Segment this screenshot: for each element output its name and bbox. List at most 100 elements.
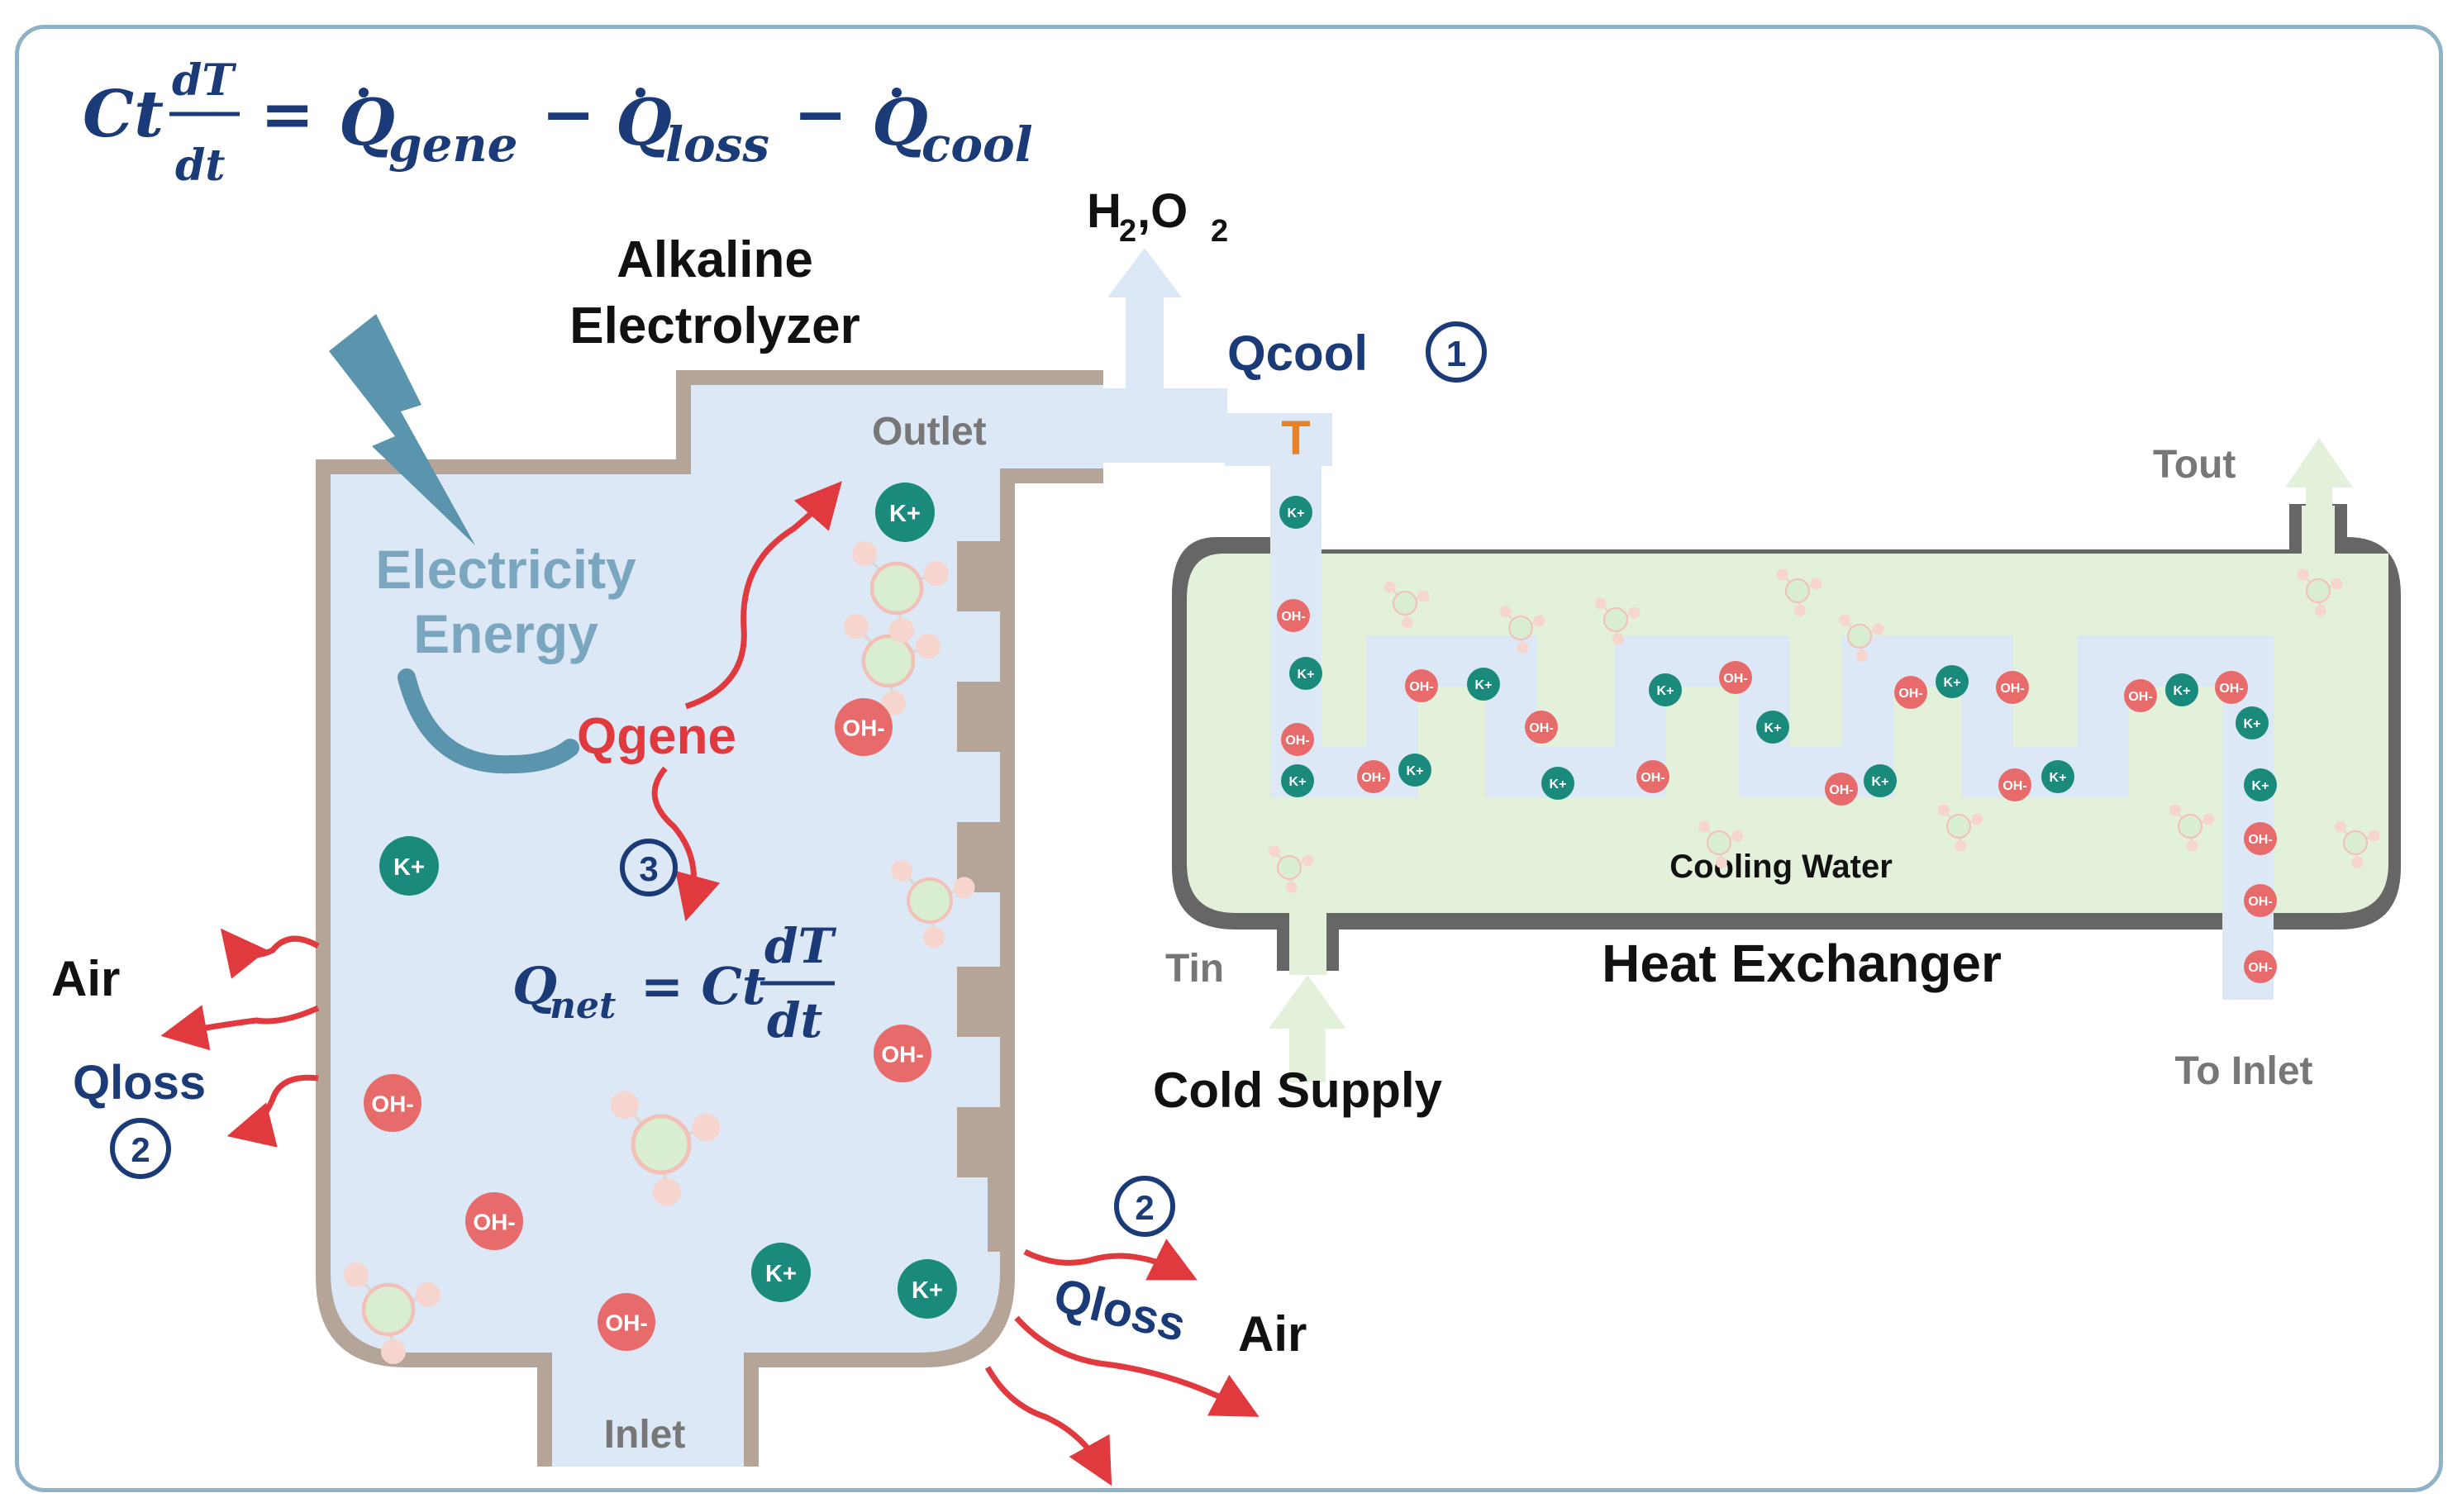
water-molecule-icon xyxy=(1937,804,1983,852)
ion-circle xyxy=(1998,768,2031,801)
hydroxide-ion: OH- xyxy=(2124,679,2157,712)
lightning-bolt-icon xyxy=(329,314,475,545)
electrode-plate xyxy=(957,541,1002,611)
ion-circle xyxy=(2041,760,2074,793)
water-molecule-icon xyxy=(1594,597,1641,645)
water-molecule-icon xyxy=(1383,581,1430,629)
ion-circle xyxy=(1467,668,1500,701)
qnet-eq: = Ct xyxy=(641,956,766,1016)
eq-lhs: Ct xyxy=(83,77,164,152)
potassium-ion: K+ xyxy=(751,1243,811,1302)
ion-circle xyxy=(1825,773,1858,806)
ion-circle xyxy=(1864,764,1897,797)
ion-symbol: OH- xyxy=(1723,672,1747,686)
outlet-label: Outlet xyxy=(872,410,987,454)
ion-circle xyxy=(835,698,893,756)
eq-q-gene: Q xyxy=(339,85,395,160)
ion-symbol: K+ xyxy=(1944,676,1961,690)
ion-symbol: K+ xyxy=(1657,684,1674,698)
qgene-badge xyxy=(620,839,678,896)
ion-circle xyxy=(2244,950,2277,983)
eq-q-cool: Q xyxy=(872,85,928,160)
ion-circle xyxy=(751,1243,811,1302)
ion-circle xyxy=(2165,673,2198,706)
qcool-badge xyxy=(1426,321,1487,383)
ion-symbol: OH- xyxy=(881,1042,923,1067)
qloss-left-badge xyxy=(110,1118,171,1179)
eq-equals: = xyxy=(260,77,314,152)
gas-out-arrow xyxy=(1107,248,1182,397)
qloss-left-badge-num: 2 xyxy=(131,1130,150,1169)
energy-balance-equation: Ct dT dt = Q gene − Q loss − Q cool xyxy=(83,55,1033,191)
ion-circle xyxy=(1756,711,1789,744)
hydroxide-ion: OH- xyxy=(2244,822,2277,855)
potassium-ion: K+ xyxy=(1398,754,1431,787)
to-inlet-label: To Inlet xyxy=(2174,1049,2312,1093)
ion-circle xyxy=(1541,767,1574,800)
ion-symbol: OH- xyxy=(2248,895,2272,909)
qnet-q: Q xyxy=(512,956,557,1016)
water-molecule-icon xyxy=(1776,568,1822,616)
ion-circle xyxy=(364,1074,421,1132)
ion-symbol: OH- xyxy=(1641,771,1664,785)
eq-minus-1: − xyxy=(541,77,595,152)
ion-symbol: K+ xyxy=(393,854,425,881)
potassium-ion: K+ xyxy=(1541,767,1574,800)
ion-symbol: OH- xyxy=(1281,610,1305,624)
ion-circle xyxy=(1405,669,1438,702)
ion-circle xyxy=(465,1192,523,1250)
potassium-ion: K+ xyxy=(2165,673,2198,706)
cold-supply-label: Cold Supply xyxy=(1153,1063,1443,1118)
ion-circle xyxy=(898,1259,957,1319)
eq-sub-loss: loss xyxy=(665,116,769,173)
ion-symbol: OH- xyxy=(371,1091,413,1117)
potassium-ion: K+ xyxy=(2236,706,2269,739)
ion-symbol: OH- xyxy=(2128,690,2152,704)
loss-arrow-left-3 xyxy=(226,1074,319,1148)
water-molecule-icon xyxy=(2169,804,2215,852)
hydroxide-ion: OH- xyxy=(1894,676,1927,709)
hydroxide-ion: OH- xyxy=(1525,711,1558,744)
eq-sub-gene: gene xyxy=(388,116,518,173)
ion-symbol: K+ xyxy=(912,1277,943,1304)
water-molecule-icon xyxy=(1838,614,1884,662)
hydroxide-ion: OH- xyxy=(2215,671,2248,704)
water-molecule-icon xyxy=(852,541,949,643)
ion-symbol: K+ xyxy=(2244,717,2261,731)
ion-symbol: K+ xyxy=(1407,764,1424,778)
ion-circle xyxy=(2124,679,2157,712)
eq-dot-gene xyxy=(359,88,369,97)
ion-symbol: OH- xyxy=(1285,734,1309,748)
qnet-sub: net xyxy=(550,985,616,1027)
ion-symbol: OH- xyxy=(1409,680,1433,694)
potassium-ion: K+ xyxy=(875,483,935,542)
qloss-right-badge xyxy=(1114,1176,1175,1237)
eq-q-loss: Q xyxy=(616,85,672,160)
water-molecule-icon xyxy=(1698,820,1744,868)
potassium-ion: K+ xyxy=(1279,496,1312,529)
water-molecule-icon xyxy=(1499,606,1545,654)
water-molecule-icon xyxy=(844,614,941,716)
loss-arrow-right-3 xyxy=(984,1366,1112,1486)
water-molecule-icon xyxy=(2297,568,2343,616)
hydroxide-ion: OH- xyxy=(465,1192,523,1250)
air-right-label: Air xyxy=(1238,1306,1307,1362)
ion-circle xyxy=(1719,661,1752,694)
qloss-right-label: Qloss xyxy=(1049,1268,1191,1353)
qgene-arrow-up xyxy=(684,481,842,710)
cold-supply-arrow xyxy=(1269,975,1346,1082)
ion-circle xyxy=(2244,822,2277,855)
ion-symbol: K+ xyxy=(2174,684,2191,698)
ion-circle xyxy=(1289,657,1322,690)
heat-exchanger xyxy=(1172,413,2401,1000)
ion-symbol: OH- xyxy=(2248,833,2272,847)
eq-frac-den: dt xyxy=(175,140,225,191)
electrode-plate xyxy=(957,967,1002,1037)
hydroxide-ion: OH- xyxy=(1998,768,2031,801)
products-o: ,O xyxy=(1137,184,1188,238)
water-molecule-icon xyxy=(1268,845,1314,893)
loss-arrow-right-2 xyxy=(1014,1315,1260,1417)
temp-sensor-box xyxy=(1225,413,1332,466)
hydroxide-ion: OH- xyxy=(2244,884,2277,917)
